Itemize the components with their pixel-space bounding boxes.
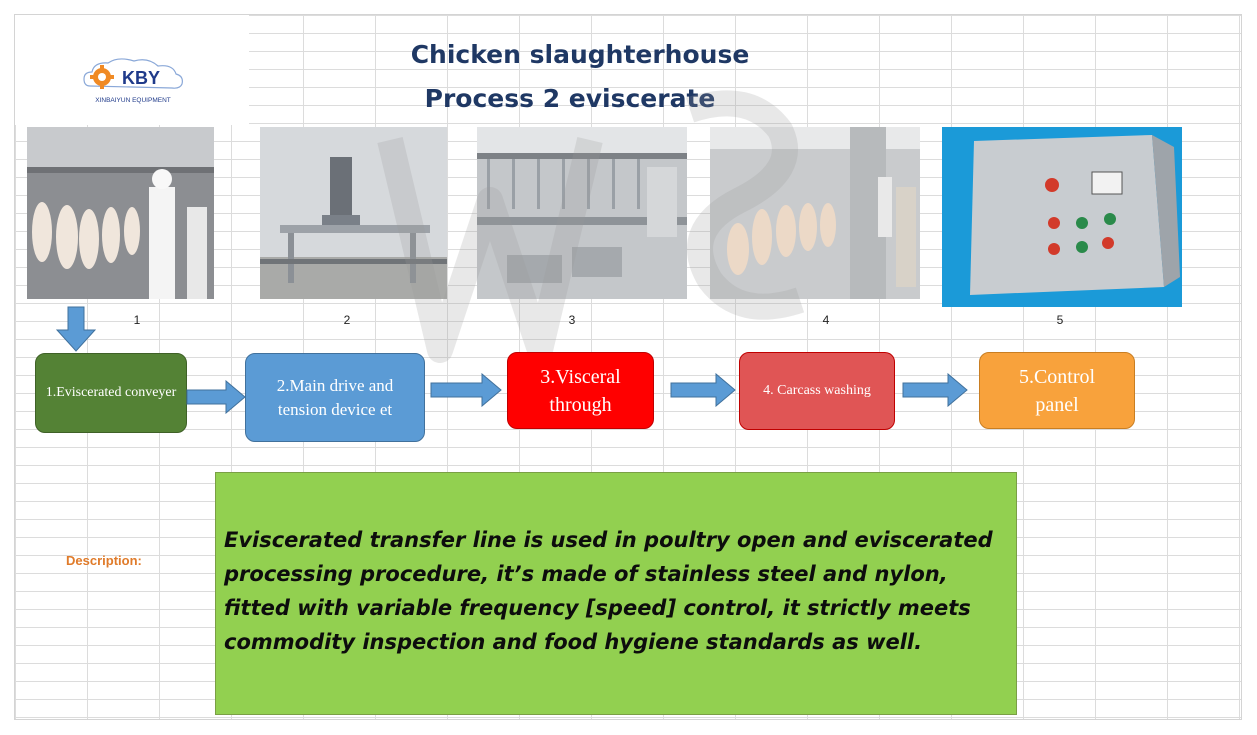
arrow-right-icon: [186, 380, 246, 414]
step-main-drive: 2.Main drive and tension device et: [245, 353, 425, 442]
svg-text:KBY: KBY: [122, 68, 160, 88]
photo-number-2: 2: [343, 313, 351, 327]
description-text: Eviscerated transfer line is used in pou…: [224, 528, 993, 654]
arrow-right-icon: [902, 373, 968, 407]
arrow-right-icon: [670, 373, 736, 407]
kby-logo: KBY XINBAIYUN EQUIPMENT: [83, 58, 183, 104]
photo-visceral-trough: [477, 127, 687, 299]
photo-main-drive: [260, 127, 447, 299]
photo-number-4: 4: [822, 313, 830, 327]
step-control-panel: 5.Control panel: [979, 352, 1135, 429]
svg-text:XINBAIYUN EQUIPMENT: XINBAIYUN EQUIPMENT: [95, 97, 171, 104]
step-eviscerated-conveyer: 1.Eviscerated conveyer: [35, 353, 187, 433]
step-visceral-trough: 3.Visceral through: [507, 352, 654, 429]
step-carcass-washing: 4. Carcass washing: [739, 352, 895, 430]
page-title: Chicken slaughterhouse: [410, 40, 750, 69]
photo-number-5: 5: [1056, 313, 1064, 327]
arrow-down-icon: [56, 306, 96, 352]
photo-control-panel: [942, 127, 1182, 307]
photo-number-1: 1: [133, 313, 141, 327]
description-label: Description:: [66, 553, 142, 568]
description-box: Eviscerated transfer line is used in pou…: [215, 472, 1017, 715]
page-subtitle: Process 2 eviscerate: [424, 84, 716, 113]
photo-eviscerated-conveyor: [27, 127, 214, 299]
photo-number-3: 3: [568, 313, 576, 327]
photo-carcass-washing: [710, 127, 920, 299]
arrow-right-icon: [430, 373, 502, 407]
